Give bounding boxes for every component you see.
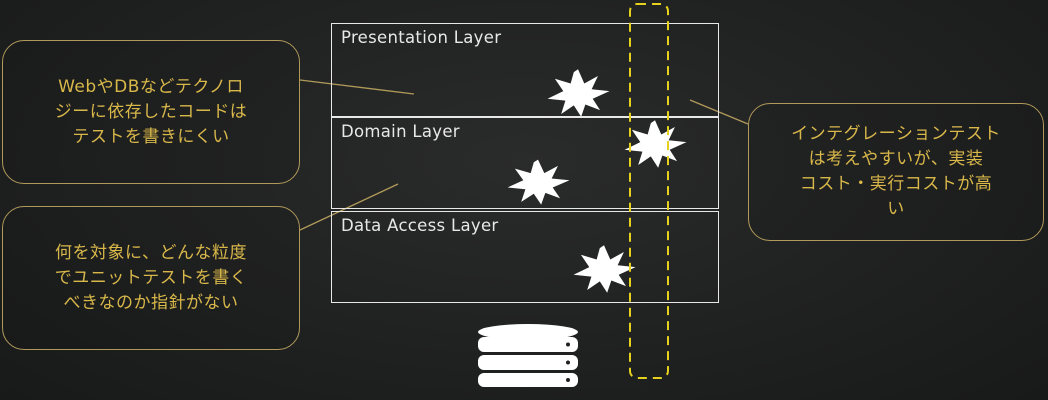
presentation-layer-label: Presentation Layer	[341, 28, 502, 47]
callout-integration-test: インテグレーションテスト は考えやすいが、実装 コスト・実行コストが高 い	[748, 103, 1044, 241]
domain-layer-label: Domain Layer	[341, 122, 460, 141]
database-icon	[478, 324, 578, 387]
callout-unit-test-guideline: 何を対象に、どんな粒度 でユニットテストを書く べきなのか指針がない	[2, 206, 300, 350]
presentation-layer: Presentation Layer	[331, 23, 719, 117]
data-access-layer: Data Access Layer	[331, 211, 719, 303]
domain-layer: Domain Layer	[331, 117, 719, 209]
callout-tech-dependency: WebやDBなどテクノロ ジーに依存したコードは テストを書きにくい	[2, 40, 300, 184]
data-access-layer-label: Data Access Layer	[341, 216, 499, 235]
